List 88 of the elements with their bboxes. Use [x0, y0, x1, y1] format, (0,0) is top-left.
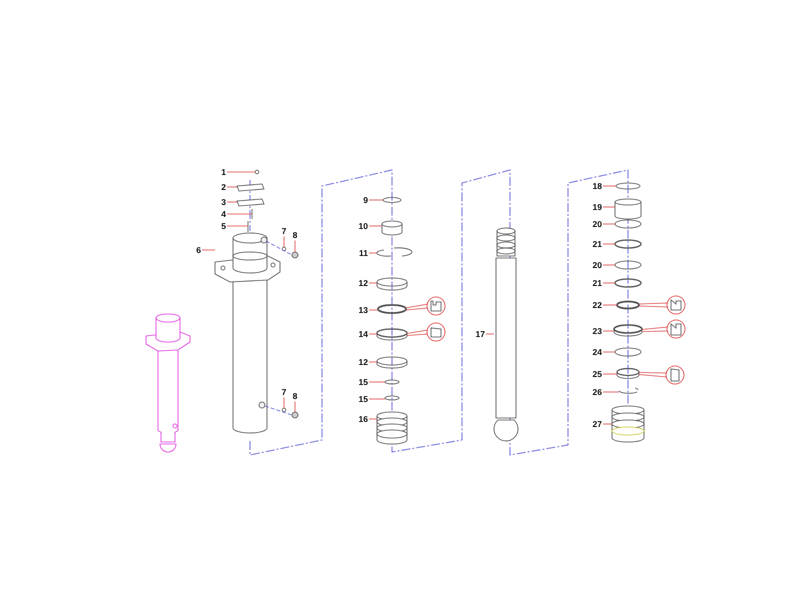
plate-drawing — [236, 198, 265, 206]
ring-drawing — [382, 197, 402, 203]
callout-number: 27 — [592, 419, 602, 429]
callout-number: 20 — [592, 260, 602, 270]
seal-ring-drawing — [376, 328, 408, 340]
washer-drawing — [282, 408, 286, 412]
o-ring-drawing — [614, 278, 642, 288]
callout-number: 21 — [592, 278, 602, 288]
callout-number: 26 — [592, 387, 602, 397]
seal-detail-drawing — [666, 366, 684, 384]
seal-ring-drawing — [616, 300, 640, 310]
callout-number: 14 — [358, 329, 368, 339]
ring-drawing — [614, 220, 642, 228]
bushing-drawing — [382, 220, 402, 236]
ring-drawing — [384, 380, 400, 384]
screw-drawing — [292, 252, 298, 258]
leader-line — [406, 304, 428, 310]
callout-number: 12 — [358, 357, 368, 367]
callout-number: 21 — [592, 239, 602, 249]
leader-line — [638, 372, 668, 378]
bushing-drawing — [614, 198, 642, 220]
callout-number: 13 — [358, 305, 368, 315]
callout-number: 2 — [221, 182, 226, 192]
piston-rod-drawing — [494, 228, 518, 442]
leader-line — [406, 330, 428, 336]
leader-line — [602, 304, 618, 306]
callout-number: 7 — [282, 387, 286, 397]
callout-number: 19 — [592, 202, 602, 212]
ring-drawing — [614, 260, 642, 270]
ring-drawing — [376, 356, 408, 368]
cylinder-housing-drawing — [214, 232, 280, 434]
callout-number: 24 — [592, 347, 602, 357]
callout-number: 5 — [221, 221, 226, 231]
callout-number: 15 — [358, 394, 368, 404]
leader-line — [368, 282, 378, 284]
callout-number: 16 — [358, 414, 368, 424]
seal-detail-drawing — [666, 296, 686, 314]
callout-number: 4 — [221, 209, 226, 219]
callout-number: 12 — [358, 278, 368, 288]
callout-number: 11 — [359, 248, 368, 258]
washer-drawing — [282, 246, 286, 252]
leader-line — [294, 240, 296, 252]
seal-ring-drawing — [377, 304, 407, 314]
seal-detail-drawing — [666, 320, 686, 338]
callout-number: 25 — [592, 369, 602, 379]
callout-number: 8 — [292, 391, 298, 401]
seal-ring-drawing — [613, 324, 643, 336]
split-ring-drawing — [376, 247, 412, 257]
leader-line — [368, 252, 378, 254]
assembly-line — [264, 406, 292, 416]
callout-number: 10 — [358, 221, 368, 231]
ring-drawing — [376, 278, 408, 290]
callout-number: 22 — [592, 300, 602, 310]
leader-line — [602, 282, 616, 284]
piston-drawing — [376, 412, 408, 444]
ring-drawing — [614, 348, 642, 356]
pin-drawing — [254, 170, 260, 174]
callout-number: 9 — [363, 195, 368, 205]
callout-number: 15 — [358, 377, 368, 387]
callout-number: 17 — [476, 329, 485, 339]
callout-number: 3 — [221, 197, 226, 207]
callout-number: 8 — [292, 230, 298, 240]
seal-detail-drawing — [426, 296, 446, 316]
leader-line — [294, 401, 296, 412]
seal-detail-drawing — [426, 322, 446, 342]
piston-drawing — [612, 406, 644, 442]
callout-number: 6 — [196, 245, 201, 255]
leader-line — [602, 264, 616, 266]
callout-number: 1 — [221, 167, 226, 177]
leader-line — [642, 326, 668, 332]
callout-number: 7 — [282, 226, 286, 236]
leader-line — [368, 398, 386, 400]
plate-drawing — [236, 184, 265, 192]
callout-number: 23 — [592, 326, 602, 336]
leader-line — [638, 302, 668, 308]
leader-line — [602, 330, 614, 332]
seal-ring-drawing — [616, 368, 640, 379]
ring-drawing — [384, 396, 400, 400]
leader-line — [368, 418, 378, 420]
leader-line — [226, 186, 238, 188]
o-ring-drawing — [614, 239, 642, 249]
ring-drawing — [616, 182, 640, 190]
leader-line — [602, 206, 616, 208]
callout-number: 18 — [592, 181, 602, 191]
assembly-line — [266, 240, 292, 256]
split-ring-drawing — [618, 388, 638, 394]
callout-number: 20 — [592, 219, 602, 229]
screw-drawing — [292, 412, 298, 418]
